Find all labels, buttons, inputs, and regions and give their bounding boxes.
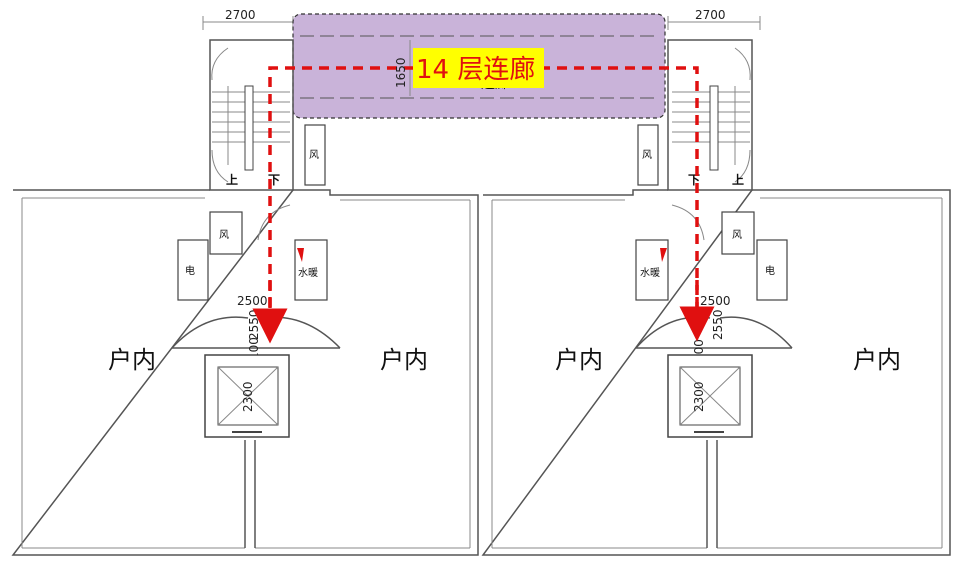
room-label-unit-2: 户内 bbox=[380, 346, 428, 374]
dimension-top-left: 2700 bbox=[202, 8, 294, 30]
dimension-label: 2550 bbox=[711, 309, 725, 340]
right-lobby: 风 电 水暖 2500 2550 100 bbox=[635, 204, 793, 362]
corridor-title: 14 层连廊 bbox=[416, 55, 535, 85]
dimension-label: 2300 bbox=[241, 381, 255, 412]
room-label-unit-4: 户内 bbox=[853, 346, 901, 374]
room-label-unit-1: 户内 bbox=[108, 346, 156, 374]
dimension-label: 2500 bbox=[237, 294, 268, 308]
dimension-top-right: 2700 bbox=[667, 8, 761, 30]
dimension-label: 2700 bbox=[695, 8, 726, 22]
electric-shaft-label: 电 bbox=[185, 264, 195, 277]
water-shaft-label: 水暖 bbox=[640, 266, 660, 279]
dimension-label: 1650 bbox=[394, 57, 408, 88]
dimension-label: 2300 bbox=[692, 381, 706, 412]
right-elevator: 2300 bbox=[667, 354, 753, 438]
corridor-title-bg bbox=[413, 48, 544, 88]
wind-shaft-label: 风 bbox=[219, 229, 229, 241]
stair-up-label: 上 bbox=[732, 172, 744, 187]
room-label-unit-3: 户内 bbox=[555, 346, 603, 374]
dimension-label: 2500 bbox=[700, 294, 731, 308]
water-shaft-label: 水暖 bbox=[298, 266, 318, 279]
stair-up-label: 上 bbox=[226, 172, 238, 187]
wind-shaft-label: 风 bbox=[732, 229, 742, 241]
wind-shaft-label: 风 bbox=[309, 149, 319, 161]
wind-shaft-label: 风 bbox=[642, 149, 652, 161]
right-stair-core: 下 上 风 bbox=[637, 39, 753, 191]
building-outline bbox=[11, 189, 951, 556]
dimension-label: 2700 bbox=[225, 8, 256, 22]
evacuation-route bbox=[252, 66, 715, 344]
dimension-label: 2550 bbox=[247, 309, 261, 340]
electric-shaft-label: 电 bbox=[765, 264, 775, 277]
left-elevator: 2300 bbox=[204, 354, 290, 438]
left-lobby: 风 电 水暖 2500 2550 100 bbox=[171, 204, 341, 360]
